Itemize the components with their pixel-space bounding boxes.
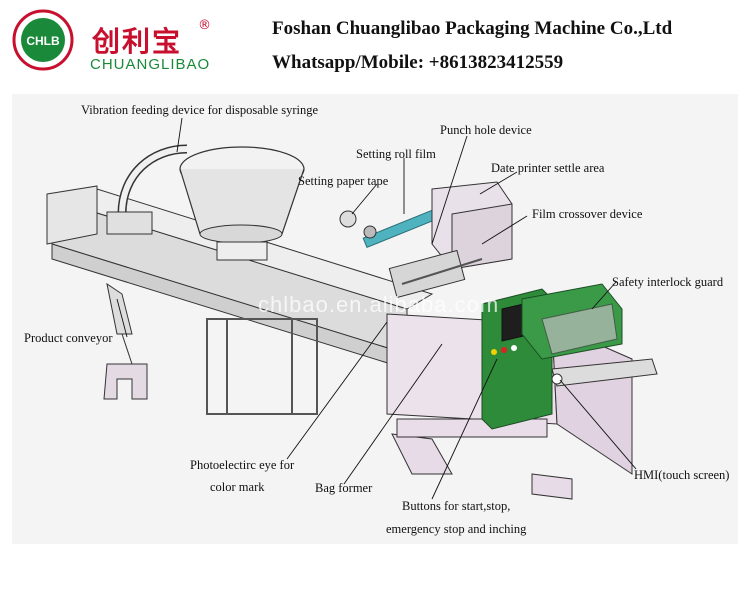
- contact-info: Whatsapp/Mobile: +8613823412559: [272, 52, 564, 73]
- label-buttons-line2: emergency stop and inching: [386, 522, 527, 536]
- label-buttons-line1: Buttons for start,stop,: [402, 499, 511, 513]
- registered-mark: ®: [198, 18, 211, 33]
- label-hmi: HMI(touch screen): [634, 468, 730, 482]
- label-date-printer: Date printer settle area: [491, 161, 605, 175]
- company-name: Foshan Chuanglibao Packaging Machine Co.…: [272, 18, 673, 39]
- header: CHLB 创利宝 ® CHUANGLIBAO Foshan Chuangliba…: [0, 0, 750, 92]
- label-film-crossover: Film crossover device: [532, 207, 643, 221]
- brand-badge-text: CHLB: [26, 34, 60, 48]
- label-setting-paper-tape: Setting paper tape: [298, 174, 389, 188]
- brand-badge-icon: CHLB: [12, 9, 74, 71]
- label-setting-roll-film: Setting roll film: [356, 147, 436, 161]
- label-bag-former: Bag former: [315, 481, 373, 495]
- machine-diagram: chlbao.en.alibaba.com Vibration feeding …: [12, 94, 738, 544]
- brand-chinese-name: 创利宝: [92, 25, 183, 58]
- label-photoelectric-line2: color mark: [210, 480, 265, 494]
- label-vibration-feeding: Vibration feeding device for disposable …: [81, 103, 319, 117]
- label-product-conveyor: Product conveyor: [24, 331, 113, 345]
- bottom-whitespace: [0, 544, 750, 600]
- machine-illustration: [46, 117, 658, 500]
- watermark: chlbao.en.alibaba.com: [258, 292, 500, 317]
- label-safety-interlock: Safety interlock guard: [612, 275, 724, 289]
- brand-english-name: CHUANGLIBAO: [90, 56, 211, 73]
- label-punch-hole: Punch hole device: [440, 123, 532, 137]
- label-photoelectric-line1: Photoelectirc eye for: [190, 458, 295, 472]
